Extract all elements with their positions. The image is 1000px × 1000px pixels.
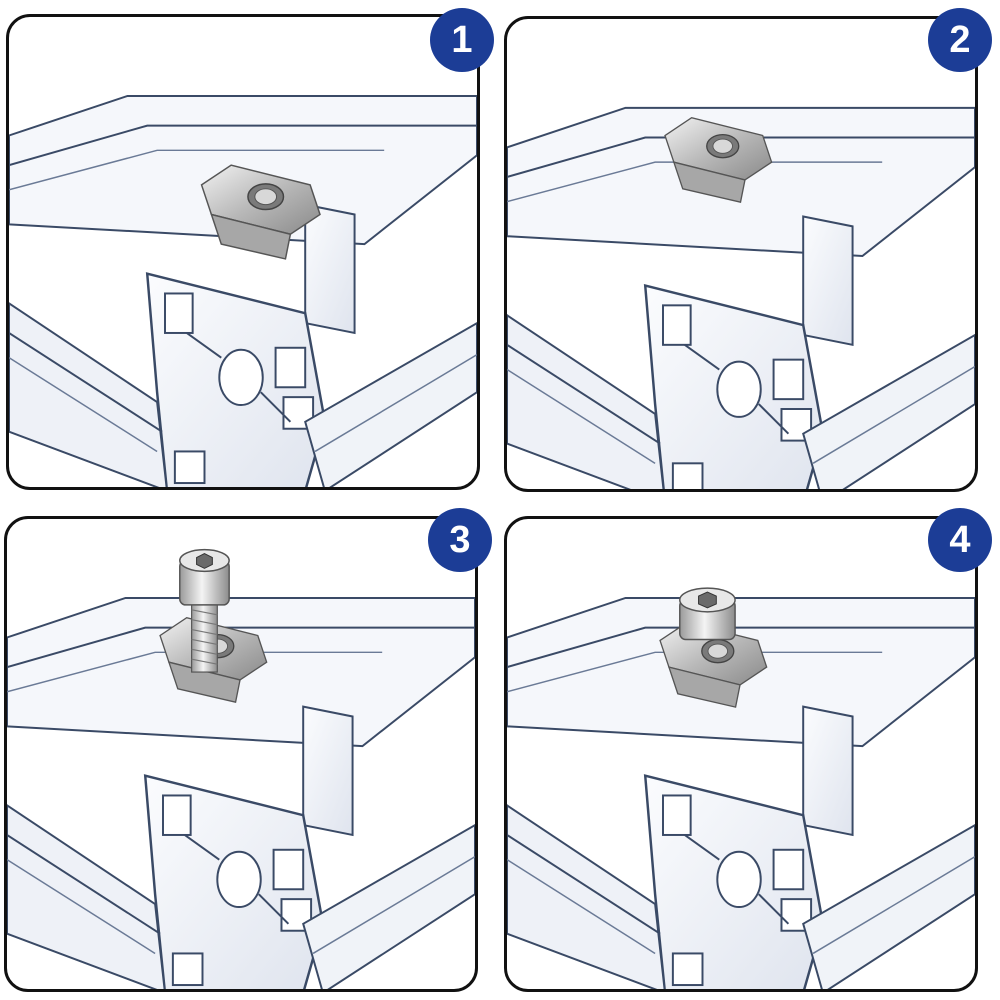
step-badge-4: 4: [928, 508, 992, 572]
step-panel-3: [4, 516, 478, 992]
extrusion-illustration: [507, 587, 975, 989]
extrusion-illustration: [7, 548, 475, 989]
step-panel-4: [504, 516, 978, 992]
step-badge-1: 1: [430, 8, 494, 72]
step-number: 3: [449, 518, 471, 561]
step-number: 1: [451, 18, 473, 61]
step-number: 4: [949, 518, 971, 561]
step-panel-2: [504, 16, 978, 492]
extrusion-illustration: [507, 106, 975, 489]
step-badge-3: 3: [428, 508, 492, 572]
step-panel-1: [6, 14, 480, 490]
extrusion-illustration: [9, 94, 477, 487]
step-badge-2: 2: [928, 8, 992, 72]
step-number: 2: [949, 18, 971, 61]
bolt-head: [679, 587, 736, 641]
